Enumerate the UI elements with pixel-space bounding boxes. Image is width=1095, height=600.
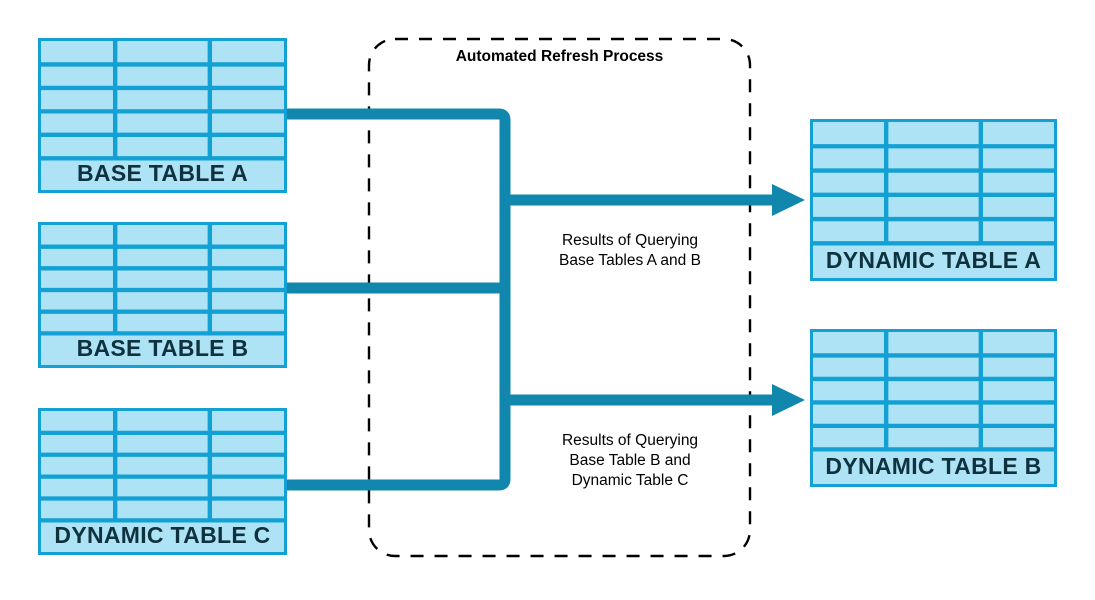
automated-refresh-process-box xyxy=(367,37,752,558)
table-dynamic-table-b[interactable]: DYNAMIC TABLE B xyxy=(810,329,1057,487)
table-label-base-table-b: BASE TABLE B xyxy=(76,335,249,361)
table-grid-dynamic-table-a xyxy=(813,122,1054,246)
table-grid-base-table-b xyxy=(41,225,284,336)
table-label-dynamic-table-c: DYNAMIC TABLE C xyxy=(54,522,271,548)
table-grid-base-table-a xyxy=(41,41,284,161)
connector-dynamic-c-to-trunk xyxy=(286,400,511,491)
table-base-table-b[interactable]: BASE TABLE B xyxy=(38,222,287,368)
table-dynamic-table-c[interactable]: DYNAMIC TABLE C xyxy=(38,408,287,555)
process-box-title: Automated Refresh Process xyxy=(455,48,664,65)
connector-base-b-to-trunk-top xyxy=(286,200,511,294)
table-base-table-a[interactable]: BASE TABLE A xyxy=(38,38,287,193)
flow-label-results-base-a-and-b: Results of Querying Base Tables A and B xyxy=(559,232,701,269)
arrow-head-to-dynamic-a xyxy=(772,184,805,216)
flow-label-results-base-b-and-dynamic-c: Results of Querying Base Table B and Dyn… xyxy=(561,432,699,489)
connector-base-a-to-trunk xyxy=(286,108,511,200)
table-label-dynamic-table-a: DYNAMIC TABLE A xyxy=(825,246,1042,273)
table-grid-dynamic-table-c xyxy=(41,411,284,523)
table-dynamic-table-a[interactable]: DYNAMIC TABLE A xyxy=(810,119,1057,281)
table-label-base-table-a: BASE TABLE A xyxy=(77,160,248,186)
arrow-head-to-dynamic-b xyxy=(772,384,805,416)
table-label-dynamic-table-b: DYNAMIC TABLE B xyxy=(825,452,1042,479)
table-grid-dynamic-table-b xyxy=(813,332,1054,452)
